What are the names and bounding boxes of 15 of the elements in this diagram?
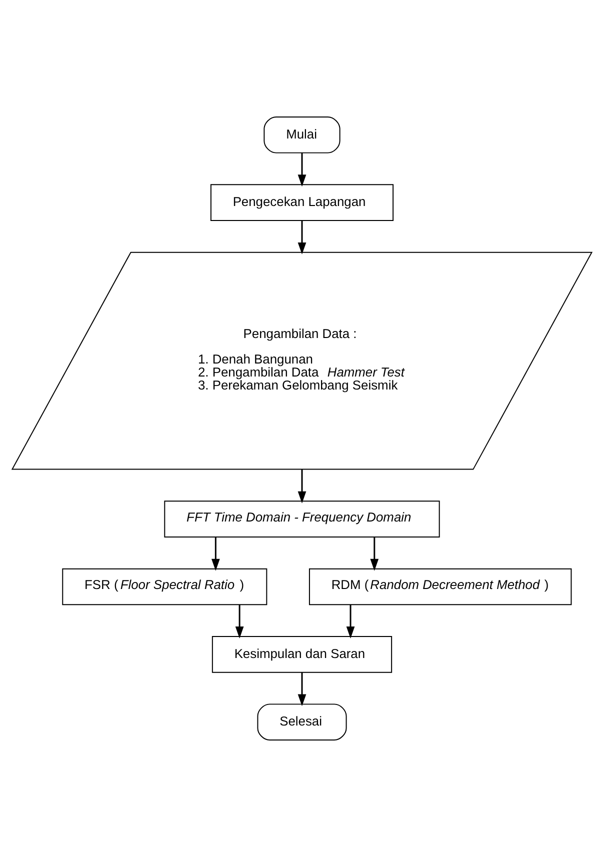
arrow xyxy=(298,220,306,254)
arrow xyxy=(298,468,306,503)
arrow xyxy=(235,604,244,638)
arrow xyxy=(370,536,379,570)
arrow xyxy=(298,152,306,186)
node-box: Mulai xyxy=(264,116,340,153)
node-box: Pengecekan Lapangan xyxy=(210,184,394,220)
arrow xyxy=(211,536,220,570)
node-box: Selesai xyxy=(257,703,347,740)
arrow xyxy=(346,604,355,638)
node-box: RDM (Random Decreement Method) xyxy=(308,568,572,605)
node-box: FFT Time Domain - Frequency Domain xyxy=(164,500,440,537)
arrow xyxy=(298,672,306,706)
node-box: FSR (Floor Spectral Ratio) xyxy=(62,568,268,605)
node-box: Kesimpulan dan Saran xyxy=(212,636,392,672)
